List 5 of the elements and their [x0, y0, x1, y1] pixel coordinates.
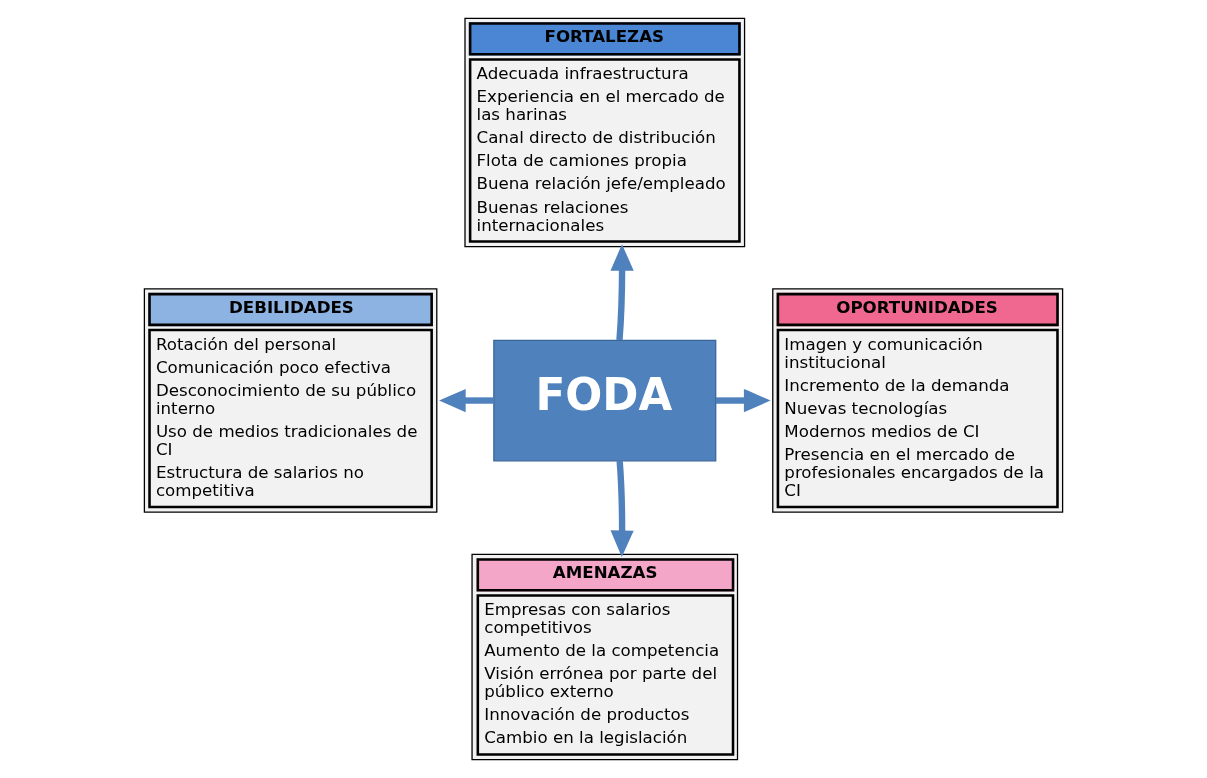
- arrow: [716, 388, 771, 413]
- arrow: [610, 244, 634, 341]
- arrow: [610, 460, 634, 558]
- arrow: [439, 388, 494, 413]
- node-box: FODA: [493, 339, 717, 462]
